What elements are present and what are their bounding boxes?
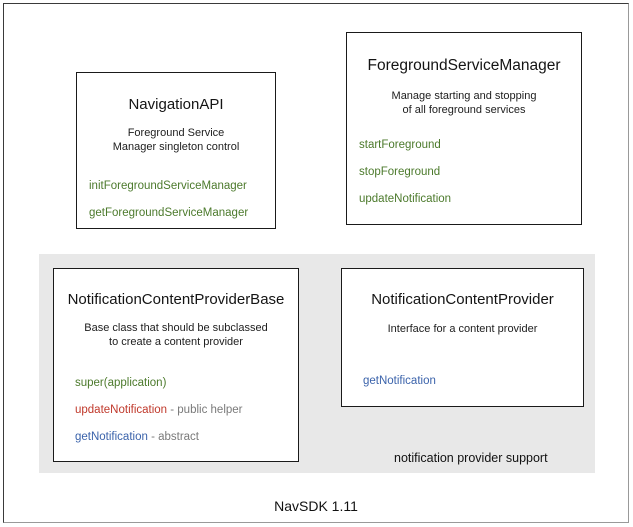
method-name: getNotification [363, 375, 436, 387]
method-note: - abstract [147, 431, 200, 443]
class-desc-notification-content-provider-base: Base class that should be subclassed to … [54, 322, 298, 349]
class-desc-line-2: to create a content provider [109, 335, 243, 348]
class-desc-foreground-service-manager: Manage starting and stopping of all fore… [347, 90, 581, 117]
class-title-foreground-service-manager: ForegroundServiceManager [367, 57, 561, 74]
method-name: stopForeground [359, 166, 441, 178]
method-row[interactable]: initForegroundServiceManager [89, 179, 267, 193]
class-desc-navigation-api: Foreground Service Manager singleton con… [77, 127, 275, 154]
class-desc-line-1: Interface for a content provider [387, 323, 538, 335]
class-box-notification-content-provider[interactable]: NotificationContentProvider Interface fo… [341, 268, 584, 407]
method-name: getNotification [75, 431, 148, 443]
method-row[interactable]: getForegroundServiceManager [89, 206, 267, 220]
method-name: initForegroundServiceManager [89, 180, 247, 192]
method-name: getForegroundServiceManager [89, 207, 249, 219]
method-row[interactable]: updateNotification - public helper [75, 403, 290, 417]
class-desc-line-2: Manager singleton control [112, 140, 240, 153]
class-title-notification-content-provider: NotificationContentProvider [371, 291, 554, 308]
method-row[interactable]: updateNotification [359, 192, 573, 206]
class-title-navigation-api: NavigationAPI [128, 96, 224, 113]
method-name: super(application) [75, 377, 167, 389]
method-list-notification-content-provider: getNotification [363, 374, 575, 388]
method-row[interactable]: startForeground [359, 138, 573, 152]
method-row[interactable]: stopForeground [359, 165, 573, 179]
method-row[interactable]: getNotification [363, 374, 575, 388]
class-desc-line-1: Foreground Service [127, 127, 225, 139]
group-label-notification-provider-support: notification provider support [394, 451, 548, 465]
method-list-notification-content-provider-base: super(application) updateNotification - … [75, 376, 290, 444]
class-desc-line-1: Base class that should be subclassed [84, 322, 268, 334]
method-name: startForeground [359, 139, 441, 151]
class-box-navigation-api[interactable]: NavigationAPI Foreground Service Manager… [76, 72, 276, 229]
class-box-notification-content-provider-base[interactable]: NotificationContentProviderBase Base cla… [53, 268, 299, 462]
class-desc-notification-content-provider: Interface for a content provider [342, 323, 583, 337]
method-name: updateNotification [359, 193, 452, 205]
method-row[interactable]: super(application) [75, 376, 290, 390]
class-desc-line-2: of all foreground services [402, 103, 526, 116]
class-box-foreground-service-manager[interactable]: ForegroundServiceManager Manage starting… [346, 32, 582, 225]
footer-caption-navsdk-version: NavSDK 1.11 [274, 498, 358, 514]
method-list-navigation-api: initForegroundServiceManager getForegrou… [89, 179, 267, 220]
page-frame: notification provider support Navigation… [3, 3, 629, 523]
method-name: updateNotification [75, 404, 168, 416]
class-title-notification-content-provider-base: NotificationContentProviderBase [67, 291, 285, 308]
method-note: - public helper [167, 404, 243, 416]
method-list-foreground-service-manager: startForeground stopForeground updateNot… [359, 138, 573, 206]
class-desc-line-1: Manage starting and stopping [391, 90, 537, 102]
method-row[interactable]: getNotification - abstract [75, 430, 290, 444]
